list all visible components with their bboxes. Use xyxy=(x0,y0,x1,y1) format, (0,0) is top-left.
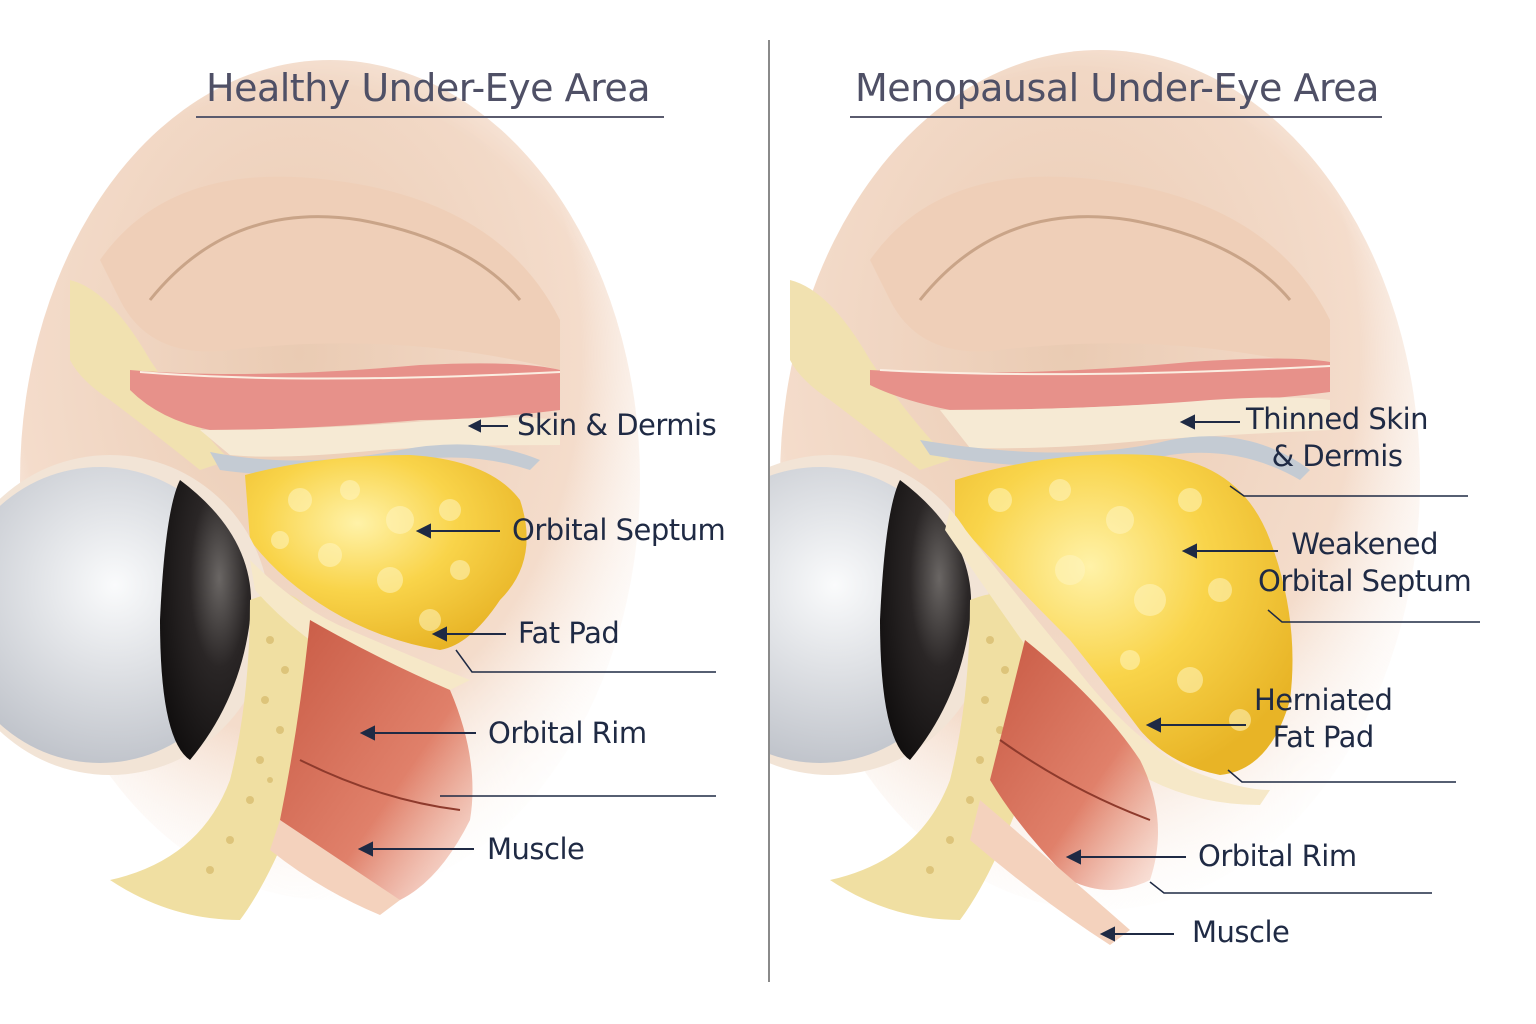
label-orbital-rim: Orbital Rim xyxy=(1198,839,1357,873)
label-herniated-fat-pad: Herniated Fat Pad xyxy=(1254,682,1393,756)
menopausal-pointer-arrows xyxy=(1065,414,1480,942)
label-line-2: Orbital Septum xyxy=(1258,564,1472,598)
label-line-1: Thinned Skin xyxy=(1246,402,1429,436)
healthy-anatomy-illustration xyxy=(0,60,716,920)
menopausal-anatomy-illustration xyxy=(770,50,1480,945)
healthy-panel: Healthy Under-Eye Area Skin & Dermis Orb… xyxy=(0,60,726,920)
label-fat-pad: Fat Pad xyxy=(518,616,620,650)
menopausal-panel: Menopausal Under-Eye Area Thinned Skin &… xyxy=(770,0,1536,1024)
title-underline xyxy=(196,116,664,118)
panel-title-menopausal: Menopausal Under-Eye Area xyxy=(855,66,1379,110)
healthy-pointer-arrows xyxy=(357,419,716,857)
label-muscle: Muscle xyxy=(487,832,585,866)
label-muscle: Muscle xyxy=(1192,915,1290,949)
label-orbital-septum: Orbital Septum xyxy=(512,513,726,547)
label-thinned-skin-dermis: Thinned Skin & Dermis xyxy=(1246,401,1429,475)
title-underline xyxy=(850,116,1382,118)
label-line-1: Weakened xyxy=(1291,527,1439,561)
label-line-2: Fat Pad xyxy=(1272,720,1375,754)
label-line-1: Herniated xyxy=(1254,683,1393,717)
label-line-2: & Dermis xyxy=(1271,439,1403,473)
label-skin-dermis: Skin & Dermis xyxy=(517,408,717,442)
panel-title-healthy: Healthy Under-Eye Area xyxy=(206,66,651,110)
panel-divider xyxy=(768,40,770,982)
label-orbital-rim: Orbital Rim xyxy=(488,716,647,750)
label-weakened-orbital-septum: Weakened Orbital Septum xyxy=(1258,526,1472,600)
